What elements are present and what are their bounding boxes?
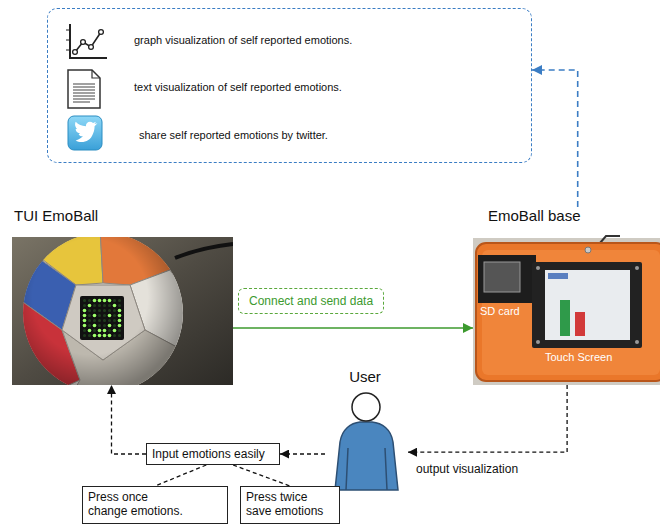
emoball-photo-part (18, 237, 192, 385)
graph-icon-part (89, 45, 94, 50)
emoball-photo-part-part (103, 299, 107, 303)
process-box: Input emotions easily (146, 443, 280, 465)
emoball-photo-part-part (88, 304, 92, 308)
base-photo-part (476, 243, 660, 381)
graph-icon-part (99, 30, 104, 35)
base-photo-part (478, 255, 536, 303)
connector-arrow (408, 385, 567, 452)
panel-text: graph visualization of self reported emo… (134, 34, 352, 47)
base-node: EmoBall base SD cardTouch Screen (473, 207, 660, 385)
graph-icon-part (70, 24, 107, 58)
graph-icon-part (73, 50, 78, 55)
document-icon-part (73, 84, 95, 102)
connector-arrow (112, 385, 147, 454)
emoball-photo-part-part (23, 237, 183, 385)
graph-icon-part (66, 30, 70, 50)
emoball-photo-part-part (113, 329, 117, 333)
user-figure-part (352, 393, 380, 421)
base-photo-part (575, 312, 585, 336)
emoball-photo-part-part (93, 299, 97, 303)
emoball-photo-part-part (83, 324, 87, 328)
document-icon-part (92, 70, 100, 78)
user-figure-part (346, 448, 387, 490)
twitter-icon (68, 116, 102, 150)
emoball-photo-part-part (103, 334, 107, 338)
connector-arrow (155, 465, 206, 486)
emoball-photo-part-part (118, 319, 122, 323)
user-figure (335, 393, 398, 490)
process-box: Press twice save emotions (240, 486, 340, 524)
panel-text: share self reported emotions by twitter. (139, 129, 328, 142)
emoball-photo-part-part (83, 309, 87, 313)
emoball-photo-part-part (108, 334, 112, 338)
box-text: Press twice save emotions (241, 487, 337, 522)
base-photo-part (536, 266, 540, 270)
user-node: User (325, 368, 408, 490)
base-photo-part (635, 266, 639, 270)
box-text: Input emotions easily (147, 444, 279, 464)
emoball-node: TUI EmoBall (12, 207, 233, 385)
emoball-photo-part (83, 299, 122, 338)
edge-label: Connect and send data (238, 288, 384, 314)
emoball-photo-part-part (103, 329, 107, 333)
emoball-photo-part (82, 298, 122, 338)
emoball-photo-part-part (118, 309, 122, 313)
graph-icon-part (75, 32, 101, 52)
emoball-photo-part-part (113, 304, 117, 308)
panel-text: text visualization of self reported emot… (134, 81, 342, 94)
emoball-photo-part-part (88, 329, 92, 333)
base-photo-part (484, 262, 520, 292)
edge-label: output visualization (416, 462, 518, 476)
emoball-photo-part-part (83, 319, 87, 323)
twitter-icon-part (68, 116, 102, 150)
emoball-photo (12, 237, 233, 385)
base-photo-part (635, 340, 639, 344)
emoball-photo-part-part (83, 314, 87, 318)
visualization-panel: graph visualization of self reported emo… (47, 8, 532, 163)
emoball-photo-part-part (108, 314, 112, 318)
base-photo (473, 236, 660, 385)
base-photo-part (560, 300, 570, 336)
emoball-photo-part-part (98, 299, 102, 303)
graph-icon-part (81, 40, 86, 45)
user-figure-part (335, 422, 398, 490)
connector-arrow (233, 327, 473, 329)
emoball-photo-part-part (118, 314, 122, 318)
base-photo-part (536, 340, 540, 344)
emoball-photo-part-part (23, 237, 183, 385)
emoball-photo-part-part (98, 329, 102, 333)
emoball-photo-part (80, 296, 124, 340)
connector-arrow (532, 70, 578, 207)
base-photo-part (532, 262, 642, 348)
emoball-photo-part-part (98, 334, 102, 338)
base-photo-part (600, 236, 620, 243)
graph-icon (66, 24, 107, 58)
base-photo-part (545, 270, 630, 340)
emoball-photo-part-part (108, 299, 112, 303)
node-heading: TUI EmoBall (14, 207, 98, 225)
emoball-photo-part-part (93, 334, 97, 338)
emoball-photo-part-part (93, 314, 97, 318)
part-label: Touch Screen (545, 351, 612, 364)
base-photo-part (473, 238, 660, 385)
connector-arrow (233, 465, 290, 486)
base-photo-part (548, 273, 568, 279)
base-photo-part (585, 247, 591, 253)
node-heading: User (325, 368, 405, 386)
part-label: SD card (480, 305, 520, 318)
box-text: Press once change emotions. (83, 487, 193, 522)
node-heading: EmoBall base (488, 207, 581, 225)
emoball-photo-part-part (118, 324, 122, 328)
emoball-photo-part-part (108, 324, 112, 328)
emoball-photo-part (175, 244, 233, 258)
document-icon-part (68, 70, 100, 108)
emoball-photo-part-part (93, 324, 97, 328)
connector-arrow (280, 453, 325, 454)
twitter-icon-part (75, 122, 97, 142)
document-icon (68, 70, 100, 108)
process-box: Press once change emotions. (82, 486, 228, 524)
